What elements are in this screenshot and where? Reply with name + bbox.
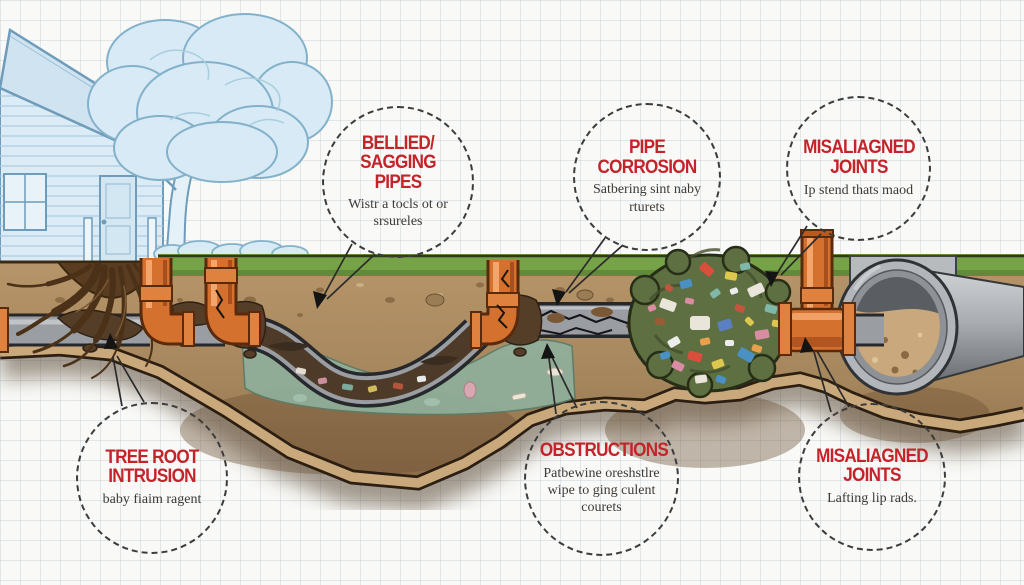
- main-sewer-pipe: [835, 255, 1024, 396]
- arrow-corrosion: [552, 289, 566, 306]
- riser-house: [139, 258, 195, 347]
- riser-crack: [496, 304, 508, 329]
- riser-middle: [470, 260, 520, 349]
- arrow-misaligned-bottom: [800, 337, 814, 353]
- callout-title: MISALIAGNED JOINTS: [802, 137, 916, 178]
- tree-canopy: [87, 13, 333, 183]
- callout-subtext: Wistr a tocls ot or srsureles: [348, 197, 448, 230]
- callout-misaligned-joints-top: MISALIAGNED JOINTS Ip stend thats maod: [786, 96, 931, 241]
- porch-post: [83, 217, 93, 263]
- arrow-tree-root: [104, 333, 118, 349]
- door-knob: [101, 219, 107, 225]
- arrow-obstructions: [541, 343, 555, 359]
- garbage-clog: [627, 245, 792, 399]
- bellied-pipe-section: [246, 314, 490, 408]
- callout-title: TREE ROOT INTRUSION: [105, 446, 199, 488]
- callout-subtext: Ip stend thats maod: [803, 182, 914, 198]
- callout-bellied-sagging-pipes: BELLIED/ SAGGING PIPES Wistr a tocls ot …: [322, 106, 474, 258]
- callout-tree-root-intrusion: TREE ROOT INTRUSION baby fiaim ragent: [76, 402, 228, 554]
- callout-title: BELLIED/ SAGGING PIPES: [360, 132, 436, 193]
- clog-lumps: [629, 245, 792, 399]
- riser-cracked: [204, 258, 261, 347]
- callout-obstructions: OBSTRUCTIONS Patbewine oreshstlre wipe t…: [524, 401, 679, 556]
- callout-pipe-corrosion: PIPE CORROSION Satbering sint naby rture…: [573, 103, 721, 251]
- callout-title: OBSTRUCTIONS: [539, 440, 668, 462]
- canopy-texture: [149, 49, 285, 126]
- callout-subtext: Satbering sint naby rturets: [592, 182, 702, 215]
- callout-subtext: Patbewine oreshstlre wipe to ging culent…: [543, 465, 660, 515]
- sewage-debris: [295, 367, 427, 393]
- callout-title: PIPE CORROSION: [597, 137, 698, 178]
- pipe-risers: [139, 258, 520, 349]
- callout-misaligned-joints-bottom: MISALIAGNED JOINTS Lafting lip rads.: [798, 403, 946, 551]
- arrow-misaligned-top: [765, 271, 779, 287]
- callout-title: MISALIAGNED JOINTS: [816, 445, 929, 487]
- callout-subtext: baby fiaim ragent: [102, 492, 202, 508]
- leader-arrowheads: [104, 271, 814, 359]
- tree-illustration: [87, 13, 333, 264]
- t-fitting-riser: [778, 229, 884, 356]
- callout-subtext: Lafting lip rads.: [827, 491, 917, 507]
- arrow-bellied: [313, 291, 327, 309]
- leader-lines: [112, 225, 850, 415]
- riser-crack: [215, 289, 225, 319]
